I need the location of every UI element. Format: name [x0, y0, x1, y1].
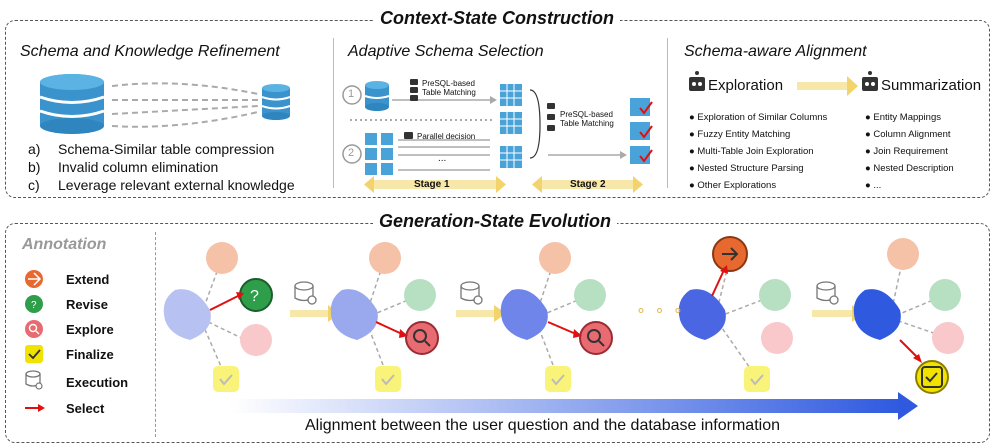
refinement-item-b-marker: b) — [28, 159, 41, 175]
divider-1 — [333, 38, 334, 188]
exploration-item: ● Fuzzy Entity Matching — [689, 129, 791, 140]
refinement-item-a-marker: a) — [28, 141, 41, 157]
summarization-item: ● Nested Description — [865, 163, 954, 174]
annotation-title: Annotation — [22, 236, 107, 253]
selection-ellipsis: ... — [438, 153, 447, 164]
refinement-item-c: Leverage relevant external knowledge — [58, 177, 295, 193]
legend-revise: Revise — [66, 297, 108, 312]
annotation-divider — [155, 232, 156, 437]
presql-label-2: PreSQL-based Table Matching — [560, 110, 614, 128]
legend-extend: Extend — [66, 272, 110, 287]
legend-execution: Execution — [66, 375, 129, 390]
refinement-item-a: Schema-Similar table compression — [58, 141, 275, 157]
parallel-label: Parallel decision — [417, 132, 476, 141]
legend-explore: Explore — [66, 322, 114, 337]
stage-2-label: Stage 2 — [570, 179, 606, 190]
step-1-label: 1 — [348, 88, 355, 100]
refinement-item-c-marker: c) — [28, 177, 40, 193]
refinement-title: Schema and Knowledge Refinement — [20, 43, 280, 60]
exploration-label: Exploration — [708, 77, 784, 94]
presql-label: PreSQL-based Table Matching — [422, 79, 476, 97]
continuation-dots: ∘ ∘ ∘ — [636, 302, 685, 319]
exploration-item: ● Multi-Table Join Exploration — [689, 146, 814, 157]
summarization-item: ● Column Alignment — [865, 129, 951, 140]
selection-title: Adaptive Schema Selection — [348, 43, 544, 60]
summarization-item: ● Entity Mappings — [865, 112, 941, 123]
exploration-item: ● Exploration of Similar Columns — [689, 112, 828, 123]
step-2-label: 2 — [348, 147, 355, 159]
summarization-label: Summarization — [881, 77, 982, 94]
divider-2 — [667, 38, 668, 188]
summarization-item: ● ... — [865, 180, 882, 191]
summarization-item: ● Join Requirement — [865, 146, 948, 157]
alignment-caption: Alignment between the user question and … — [305, 417, 780, 434]
generation-state-panel — [5, 223, 990, 443]
legend-select: Select — [66, 401, 105, 416]
alignment-title: Schema-aware Alignment — [684, 43, 867, 60]
context-state-title: Context-State Construction — [374, 8, 620, 29]
exploration-item: ● Other Explorations — [689, 180, 777, 191]
refinement-item-b: Invalid column elimination — [58, 159, 219, 175]
generation-state-title: Generation-State Evolution — [373, 211, 618, 232]
legend-finalize: Finalize — [66, 347, 114, 362]
stage-1-label: Stage 1 — [414, 179, 450, 190]
exploration-item: ● Nested Structure Parsing — [689, 163, 804, 174]
